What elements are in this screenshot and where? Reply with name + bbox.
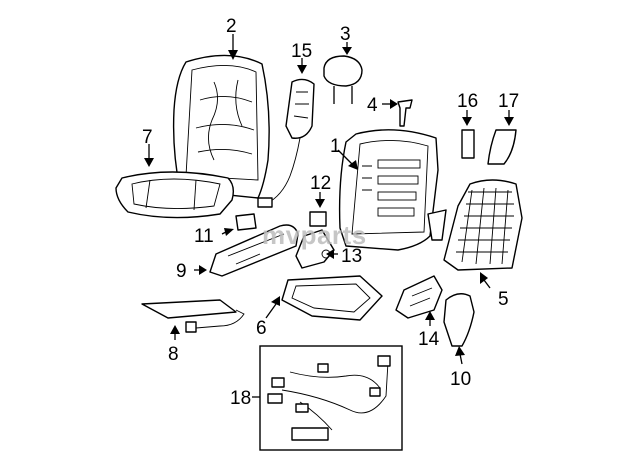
part-seat-back-frame (338, 129, 447, 251)
callout-3: 3 (340, 24, 351, 45)
callout-4: 4 (367, 95, 378, 116)
callout-arrows (144, 34, 514, 398)
callout-9: 9 (176, 261, 187, 282)
callout-7: 7 (142, 127, 153, 148)
part-recliner (295, 229, 335, 269)
callout-10: 10 (450, 369, 471, 390)
callout-15: 15 (291, 41, 312, 62)
part-headrest-guide (397, 99, 413, 127)
part-headrest (323, 55, 363, 104)
part-recliner-knob (309, 211, 327, 227)
part-trim-17 (487, 129, 517, 165)
callout-14: 14 (418, 329, 440, 350)
part-wire-harness (259, 345, 403, 451)
callout-1: 1 (330, 136, 341, 157)
callout-5: 5 (498, 289, 509, 310)
callout-8: 8 (168, 344, 179, 365)
watermark-text: mvparts (262, 220, 367, 250)
callout-11: 11 (194, 226, 214, 247)
callout-18: 18 (230, 388, 251, 409)
callout-13: 13 (341, 246, 362, 267)
part-back-spring-frame (443, 179, 523, 271)
part-clip-16 (461, 129, 475, 159)
callout-6: 6 (256, 318, 267, 339)
part-seat-back-cover (172, 54, 270, 199)
callout-12: 12 (310, 173, 331, 194)
part-seat-cushion-pad (281, 275, 383, 321)
part-seat-heater (141, 299, 245, 333)
part-seat-side-trim (209, 224, 299, 277)
part-seat-cushion-cover (115, 171, 235, 219)
part-switch-knob (235, 213, 257, 231)
callout-17: 17 (498, 91, 519, 112)
callout-16: 16 (457, 91, 478, 112)
part-bracket-14 (395, 275, 443, 319)
part-side-cover (443, 293, 475, 347)
callout-2: 2 (226, 16, 237, 37)
part-side-airbag (257, 78, 315, 208)
